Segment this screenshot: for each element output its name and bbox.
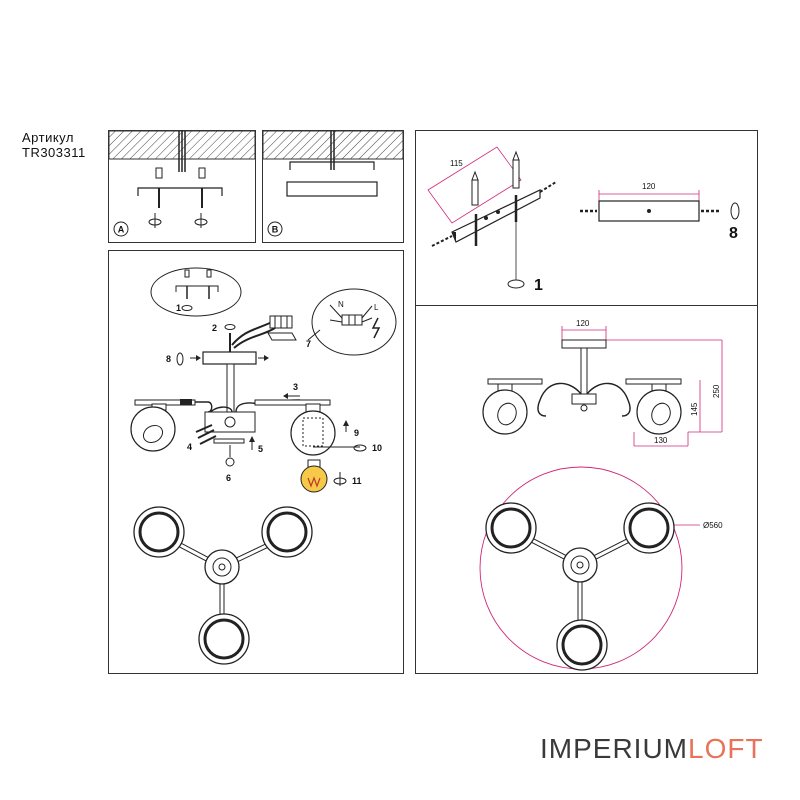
rotate-icon [730, 202, 740, 220]
step-tag-b [267, 221, 283, 237]
article-code: TR303311 [22, 145, 86, 160]
plate-length-label: 120 [642, 182, 656, 191]
mount-panel [415, 130, 758, 306]
glass-shade [290, 410, 336, 456]
callout-9: 9 [354, 428, 359, 438]
dowel-icon [512, 159, 520, 189]
glass-shade [482, 389, 528, 435]
panel-a-tag: A [118, 225, 125, 235]
bottom-view [485, 502, 675, 671]
step-8-label: 8 [729, 225, 738, 242]
callout-10: 10 [372, 443, 382, 453]
arm-bar [487, 378, 543, 385]
mount-diagram: 115 1 120 8 [427, 146, 740, 294]
step-tag-a [113, 221, 129, 237]
callout-11: 11 [352, 476, 362, 486]
brand-logo-part2: LOFT [688, 733, 764, 764]
wire-n-label: N [338, 300, 344, 309]
dowel-icon [198, 167, 206, 179]
dowel-icon [206, 269, 212, 278]
ceiling-fixing-diagram-a: A [108, 130, 256, 237]
diameter-label: Ø560 [703, 521, 723, 530]
arm-bar [254, 399, 331, 406]
rotate-icon [507, 279, 525, 289]
callout-2: 2 [212, 323, 217, 333]
stem [226, 363, 235, 413]
assembly-diagram: 1 2 7 N L 8 [130, 267, 397, 665]
hub-block [571, 393, 597, 405]
centre-hub [562, 547, 598, 583]
brand-logo: IMPERIUMLOFT [540, 733, 764, 765]
step-1-label: 1 [534, 277, 543, 294]
top-width-label: 120 [576, 319, 590, 328]
article-block: Артикул TR303311 [22, 130, 86, 160]
shade-height-label: 145 [690, 402, 699, 416]
callout-3: 3 [293, 382, 298, 392]
screwdriver-rotate-icon [148, 213, 162, 228]
arm-bar [625, 378, 682, 385]
bar-length-label: 115 [450, 159, 463, 168]
wire [231, 321, 273, 346]
rotate-icon [353, 444, 367, 452]
canopy-bar [202, 351, 257, 365]
callout-6: 6 [226, 473, 231, 483]
callout-8: 8 [166, 354, 171, 364]
ceiling-fixing-diagram-b: B [262, 130, 404, 237]
stem [580, 347, 588, 395]
dowel-icon [155, 167, 163, 179]
washer [213, 438, 245, 444]
centre-hub [204, 549, 240, 585]
brand-logo-part1: IMPERIUM [540, 733, 688, 764]
callout-7: 7 [306, 339, 311, 349]
dowel-icon [184, 269, 190, 278]
wire-l-label: L [374, 303, 379, 312]
light-bulb-icon [300, 459, 328, 493]
callout-1: 1 [176, 303, 181, 313]
terminal-block [341, 314, 363, 326]
glass-shade [130, 406, 176, 452]
detail-bubble [150, 267, 242, 317]
screwdriver-rotate-icon [194, 213, 208, 228]
arm [537, 382, 582, 417]
finial [225, 457, 235, 467]
shade-width-label: 130 [654, 436, 668, 445]
callout-5: 5 [258, 444, 263, 454]
arm [586, 382, 631, 417]
canopy [561, 339, 607, 349]
dimensions-diagram: 120 250 145 130 Ø560 [479, 319, 723, 671]
panel-b-tag: B [272, 225, 279, 235]
canopy-plate [286, 181, 378, 197]
article-label: Артикул [22, 130, 74, 145]
bottom-view [133, 506, 313, 665]
ceiling-hatch [262, 130, 404, 160]
rotate-icon [181, 305, 193, 311]
rotate-icon [224, 324, 236, 330]
electric-hazard-icon [371, 317, 381, 339]
mount-plate [267, 332, 297, 341]
callout-4: 4 [187, 442, 192, 452]
glass-shade [636, 389, 682, 435]
height-label: 250 [712, 384, 721, 398]
dowel-icon [471, 179, 479, 206]
dimension-line [427, 146, 522, 224]
wire [233, 327, 276, 349]
rotate-icon [176, 352, 184, 366]
mounting-bar [451, 189, 541, 243]
screw [539, 181, 557, 193]
screw [431, 235, 453, 247]
